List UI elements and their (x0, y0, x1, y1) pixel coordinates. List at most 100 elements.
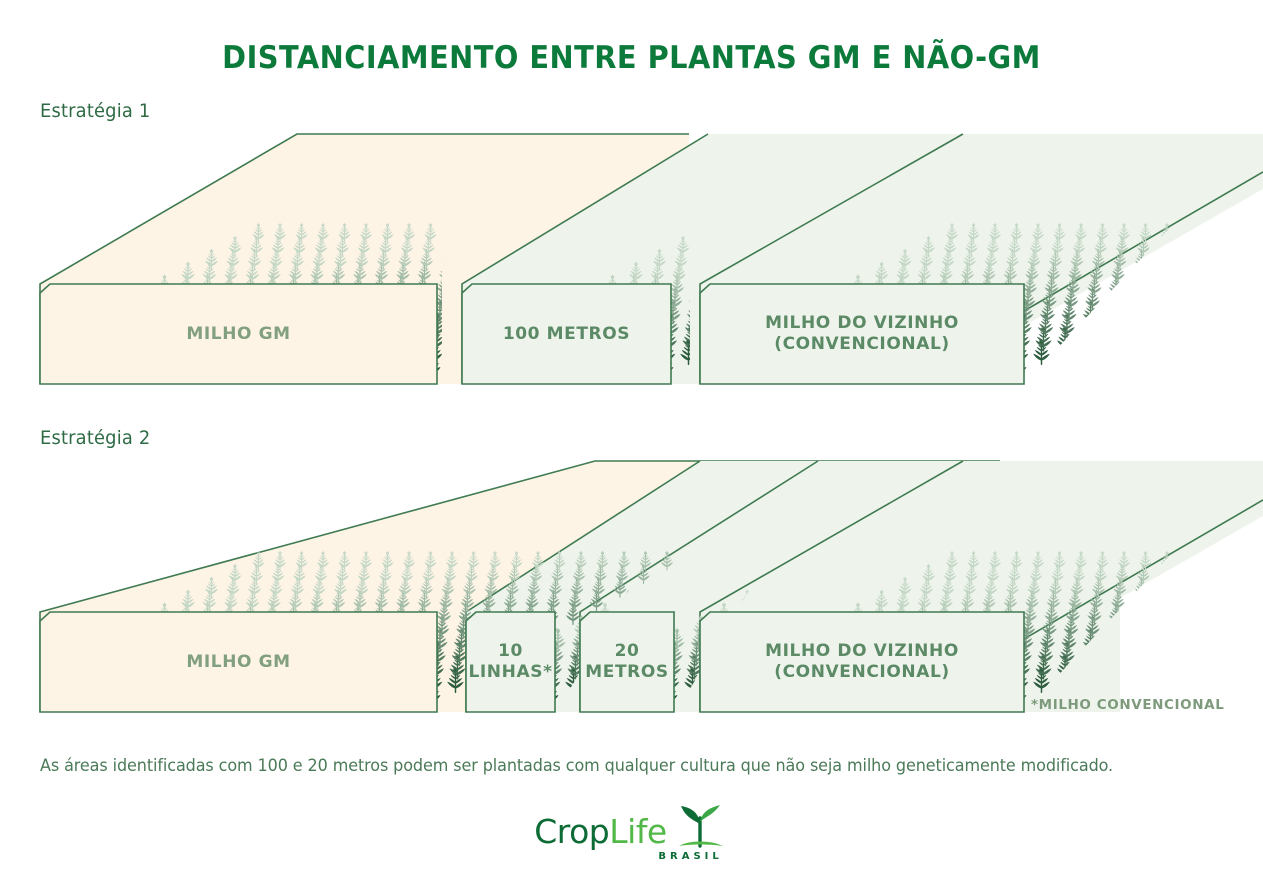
corn-plant (1222, 563, 1237, 585)
corn-plant (808, 224, 820, 242)
corn-plant (1089, 261, 1104, 284)
corn-plant (1198, 248, 1214, 270)
corn-plant (827, 237, 840, 256)
page-title: DISTANCIAMENTO ENTRE PLANTAS GM E NÃO-GM (222, 40, 1041, 76)
corn-plant (1037, 641, 1054, 666)
corn-plant (1056, 654, 1074, 680)
corn-plant (316, 223, 330, 243)
corn-plant (1095, 223, 1110, 243)
corn-plant (621, 589, 636, 612)
corn-plant (592, 249, 605, 269)
corn-plant (851, 224, 863, 242)
corn-plant (311, 248, 327, 270)
corn-plant (669, 274, 685, 298)
corn-plant (591, 576, 606, 598)
corn-plant (1067, 589, 1083, 612)
corn-plant (292, 563, 307, 585)
corn-plant (698, 237, 711, 256)
corn-plant (247, 248, 262, 270)
corn-plant (684, 313, 690, 338)
corn-plant (510, 224, 522, 242)
corn-plant (1024, 589, 1040, 612)
corn-plant (765, 224, 777, 242)
corn-plant (376, 576, 391, 598)
corn-plant (1031, 551, 1045, 571)
corn-plant (589, 589, 604, 612)
corn-plant (874, 261, 889, 284)
corn-plant (919, 248, 934, 270)
corn-plant (615, 563, 629, 585)
corn-plant (876, 552, 888, 570)
corn-plant (642, 589, 658, 612)
corn-plant (335, 235, 350, 257)
corn-plant (639, 224, 651, 242)
corn-plant (1117, 223, 1131, 243)
corn-plant (616, 237, 629, 256)
corn-plant (945, 223, 959, 243)
corn-plant (1158, 235, 1172, 257)
corn-plant (249, 563, 264, 585)
corn-plant (1224, 223, 1239, 243)
corn-plant (438, 589, 454, 612)
corn-plant (354, 248, 370, 270)
corn-plant (1177, 576, 1192, 598)
corn-plant (1043, 602, 1060, 626)
corn-plant (549, 249, 562, 269)
corn-plant (1224, 551, 1239, 571)
corn-plant (981, 589, 997, 612)
panel-label-text: MILHO DO VIZINHO (CONVENCIONAL) (765, 313, 959, 354)
corn-plant (850, 577, 863, 597)
corn-plant (1084, 615, 1101, 639)
corn-plant (1138, 551, 1153, 571)
corn-plant (683, 666, 702, 694)
corn-plant (273, 551, 287, 571)
corn-plant (460, 589, 475, 612)
corn-plant (225, 576, 241, 598)
corn-plant (311, 576, 327, 598)
logo-subtitle: BRASIL (658, 851, 723, 862)
corn-plant (1046, 589, 1061, 612)
corn-plant (1203, 551, 1217, 571)
corn-plant (251, 551, 266, 571)
corn-plant (547, 262, 561, 283)
corn-plant (1041, 287, 1058, 311)
corn-plant (1034, 654, 1053, 680)
corn-plant (897, 248, 913, 270)
corn-plant (714, 552, 726, 570)
corn-plant (1082, 628, 1099, 653)
corn-plant (897, 576, 913, 598)
corn-plant (445, 551, 459, 571)
corn-plant (1132, 261, 1147, 284)
corn-plant (874, 589, 889, 612)
corn-plant (1034, 326, 1053, 352)
corn-plant (1222, 235, 1237, 257)
corn-plant (1009, 223, 1024, 243)
panel-label-20-metros: 20 METROS (580, 612, 674, 712)
corn-plant (964, 235, 979, 257)
corn-plant (331, 261, 346, 284)
corn-plant (683, 602, 699, 626)
corn-plant (1115, 563, 1129, 585)
corn-plant (290, 248, 305, 270)
corn-plant (804, 589, 820, 612)
corn-plant (1080, 641, 1097, 666)
corn-plant (668, 563, 683, 585)
corn-plant (567, 589, 583, 612)
strategy-2-heading: Estratégia 2 (40, 427, 151, 449)
panel-label-milho-gm-2: MILHO GM (40, 612, 437, 712)
corn-plant (743, 224, 755, 242)
corn-plant (565, 602, 581, 626)
corn-plant (652, 248, 667, 270)
corn-plant (736, 552, 748, 570)
corn-plant (786, 224, 798, 242)
corn-plant (1007, 563, 1022, 585)
corn-plant (763, 237, 776, 256)
corn-plant (921, 563, 936, 585)
corn-plant (446, 666, 465, 694)
corn-plant (921, 235, 936, 257)
corn-plant (1201, 235, 1215, 257)
corn-plant (1003, 261, 1018, 284)
corn-plant (271, 235, 285, 257)
corn-plant (692, 551, 706, 571)
corn-plant (757, 552, 769, 570)
